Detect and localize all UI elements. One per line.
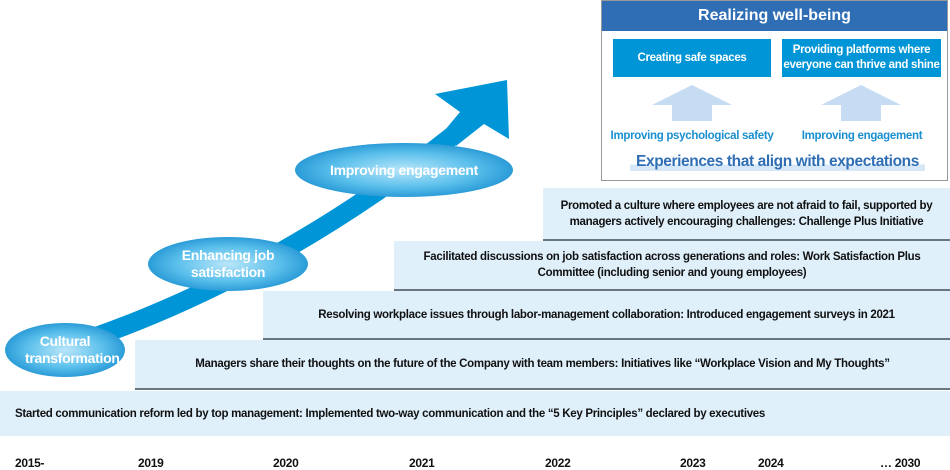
psych-safety-label: Improving psychological safety <box>610 130 774 142</box>
wellbeing-footer: Experiences that align with expectations <box>630 153 925 171</box>
year-label: … 2030 <box>880 456 921 470</box>
bar-text: Facilitated discussions on job satisfact… <box>423 251 921 279</box>
stage-cultural-transformation: Cultural transformation <box>5 323 125 377</box>
timeline-bar-3: Resolving workplace issues through labor… <box>263 291 950 340</box>
year-label: 2019 <box>138 456 164 470</box>
safe-spaces-box: Creating safe spaces <box>613 39 771 77</box>
year-label: 2015- <box>15 456 45 470</box>
platforms-box: Providing platforms where everyone can t… <box>782 39 941 77</box>
engagement-label: Improving engagement <box>801 130 923 142</box>
year-label: 2021 <box>409 456 435 470</box>
stage-label: Improving engagement <box>329 161 479 178</box>
up-arrow-icon <box>821 85 901 121</box>
bar-text: Managers share their thoughts on the fut… <box>195 358 890 370</box>
year-label: 2024 <box>758 456 784 470</box>
box-text: Creating safe spaces <box>637 51 747 64</box>
stage-label: Enhancing job satisfaction <box>181 247 275 280</box>
bar-text: Started communication reform led by top … <box>15 407 766 420</box>
stage-label: Cultural transformation <box>25 333 120 366</box>
bar-text: Promoted a culture where employees are n… <box>560 199 933 228</box>
bar-text: Resolving workplace issues through labor… <box>318 308 895 321</box>
wellbeing-title: Realizing well-being <box>602 1 947 31</box>
timeline-bar-5: Promoted a culture where employees are n… <box>543 188 950 241</box>
year-label: 2022 <box>545 456 571 470</box>
box-text: Providing platforms where everyone can t… <box>783 44 940 71</box>
up-arrow-icon <box>652 85 732 121</box>
stage-engagement: Improving engagement <box>295 143 513 197</box>
timeline-bar-1: Started communication reform led by top … <box>0 391 950 436</box>
wellbeing-panel: Realizing well-being Creating safe space… <box>601 0 948 181</box>
year-label: 2023 <box>680 456 706 470</box>
year-label: 2020 <box>273 456 299 470</box>
stage-job-satisfaction: Enhancing job satisfaction <box>148 237 308 291</box>
timeline-bar-2: Managers share their thoughts on the fut… <box>135 340 950 390</box>
timeline-bar-4: Facilitated discussions on job satisfact… <box>394 241 950 291</box>
